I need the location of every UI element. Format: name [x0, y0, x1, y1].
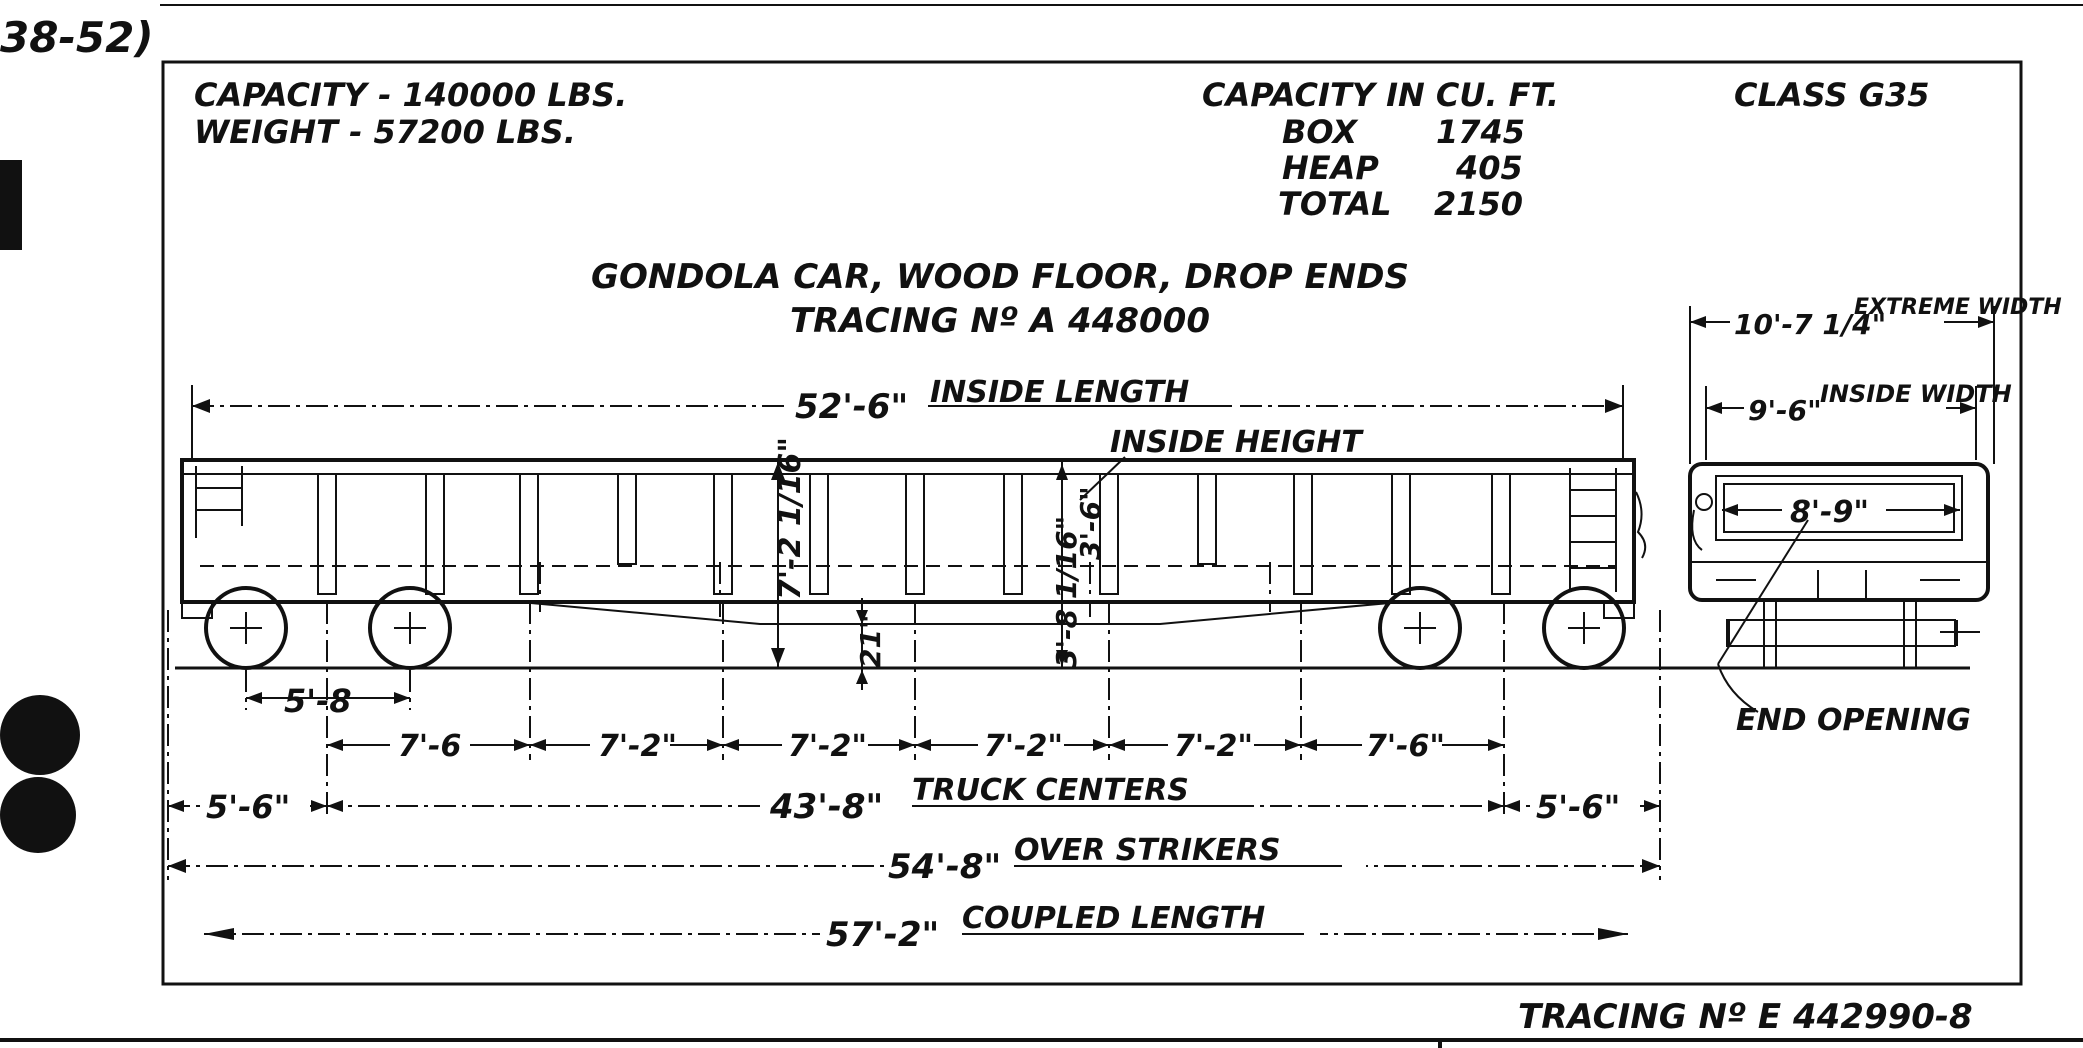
end-overhang-left: 5'-6": [206, 788, 290, 826]
cu-ft-title: CAPACITY IN CU. FT.: [1202, 76, 1559, 114]
inside-height-value: 3'-6": [1074, 486, 1107, 560]
post-spacing-dimension: [327, 739, 1504, 751]
inside-height-label: INSIDE HEIGHT: [1110, 425, 1364, 460]
post-spacing-5: 7'-2": [1174, 729, 1253, 764]
height-dimension-inside: [1056, 462, 1068, 668]
post-spacing-6: 7'-6": [1366, 729, 1445, 764]
inside-width-dimension: [1705, 386, 1977, 460]
box-label: BOX: [1282, 113, 1358, 151]
side-stakes: [317, 473, 1511, 595]
coupled-length-label: COUPLED LENGTH: [962, 901, 1265, 936]
end-opening-value: 8'-9": [1790, 495, 1869, 530]
corner-note: 38-52): [0, 13, 154, 62]
heap-label: HEAP: [1282, 149, 1379, 187]
post-spacing-4: 7'-2": [984, 729, 1063, 764]
truck-centers-label: TRUCK CENTERS: [912, 773, 1189, 808]
truck-centers-dimension: [168, 788, 1660, 824]
total-label: TOTAL: [1278, 185, 1392, 223]
capacity-label: CAPACITY - 140000 LBS.: [194, 76, 627, 114]
inside-length-value: 52'-6": [795, 387, 908, 427]
truck-wheels: [204, 586, 1626, 670]
over-strikers-value: 54'-8": [888, 847, 1001, 887]
end-opening-label: END OPENING: [1736, 703, 1971, 738]
projection-lines: [167, 602, 1661, 880]
inside-height-leader: [1079, 456, 1126, 501]
underframe-depth-dimension: [856, 598, 868, 690]
heap-value: 405: [1455, 149, 1523, 187]
page-edge-marks: [0, 4, 2083, 1048]
drop-height-value: 3'-8 1/16": [1050, 516, 1083, 668]
drawing-tracing-number: TRACING Nº A 448000: [790, 301, 1210, 341]
truck-centers-value: 43'-8": [769, 787, 883, 827]
footer-tracing-number: TRACING Nº E 442990-8: [1518, 997, 1973, 1037]
over-strikers-dimension: [168, 846, 1660, 886]
wheelbase-dimension: [246, 692, 410, 704]
extreme-width-value: 10'-7 1/4": [1734, 308, 1886, 341]
box-value: 1745: [1436, 113, 1525, 151]
post-spacing-1: 7'-6: [398, 729, 461, 764]
extreme-width-dimension: [1689, 306, 1995, 464]
inside-length-dimension: [191, 385, 1624, 460]
weight-label: WEIGHT - 57200 LBS.: [194, 113, 576, 151]
underframe-depth-value: 21": [854, 614, 887, 668]
car-body-side-view: [180, 458, 1647, 625]
post-spacing-2: 7'-2": [598, 729, 677, 764]
class-label: CLASS G35: [1734, 76, 1930, 114]
post-spacing-3: 7'-2": [788, 729, 867, 764]
inside-width-label: INSIDE WIDTH: [1820, 380, 2012, 408]
end-overhang-right: 5'-6": [1536, 788, 1620, 826]
extreme-width-label: EXTREME WIDTH: [1854, 295, 2062, 320]
inside-width-value: 9'-6": [1748, 394, 1822, 427]
total-value: 2150: [1434, 185, 1523, 223]
over-strikers-label: OVER STRIKERS: [1014, 833, 1280, 868]
coupled-length-dimension: [204, 914, 1628, 954]
height-center-value: 7'-2 1/16": [773, 437, 808, 600]
drawing-border: [161, 60, 2023, 986]
drawing-title: GONDOLA CAR, WOOD FLOOR, DROP ENDS: [591, 257, 1409, 297]
height-dimension-center: [771, 460, 785, 668]
wheelbase-value: 5'-8: [284, 682, 352, 720]
inside-length-label: INSIDE LENGTH: [930, 375, 1189, 410]
end-opening-dimension: [1717, 494, 1960, 713]
post-spacing-labels: [390, 727, 1442, 761]
coupled-length-value: 57'-2": [826, 915, 939, 955]
